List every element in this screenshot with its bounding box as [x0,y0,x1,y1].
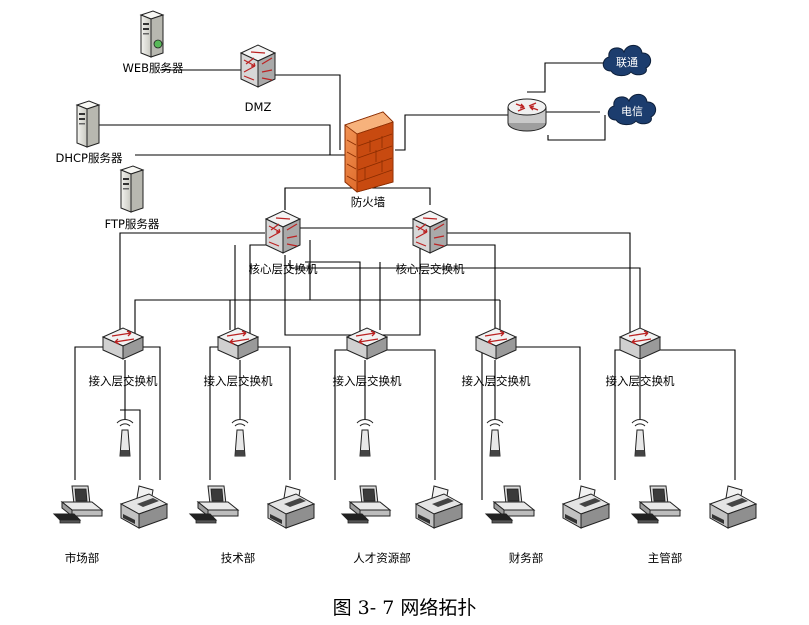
web-server-label: WEB服务器 [122,61,184,75]
pc-icon [341,485,391,524]
printer-icon [120,485,168,529]
core-switch-label: 核心层交换机 [396,262,465,276]
unicom-label: 联通 [616,56,638,69]
server-icon [76,100,100,148]
core-switch-1: 核心层交换机 [249,210,318,276]
access-switch-3: 接入层交换机 [333,327,402,388]
access-switch-icon [619,327,661,360]
web-server: WEB服务器 [122,10,184,75]
printer-icon [562,485,610,529]
firewall-icon [344,111,394,193]
access-switch-icon [346,327,388,360]
dmz-switch-icon [240,44,276,88]
core-switch-label: 核心层交换机 [249,262,318,276]
dhcp-server-label: DHCP服务器 [56,151,123,165]
core-switch-icon [412,210,448,254]
dept-label-market: 市场部 [65,551,100,565]
access-switch-label: 接入层交换机 [462,374,531,388]
telecom-label: 电信 [621,105,643,118]
ftp-server: FTP服务器 [105,165,160,231]
core-switch-2: 核心层交换机 [396,210,465,276]
router [507,98,547,132]
access-switch-5: 接入层交换机 [606,327,675,388]
printer-icon [709,485,757,529]
wireless-ap-icon [486,419,504,457]
firewall: 防火墙 [344,111,394,209]
access-switch-label: 接入层交换机 [606,374,675,388]
access-switch-2: 接入层交换机 [204,327,273,388]
wireless-ap-icon [631,419,649,457]
dept-label-hr: 人才资源部 [353,551,411,565]
access-switch-label: 接入层交换机 [204,374,273,388]
dept-label-finance: 财务部 [509,551,544,565]
isp-telecom-cloud: 电信 [607,93,657,126]
wireless-ap-icon [356,419,374,457]
dhcp-server: DHCP服务器 [56,100,123,165]
server-icon [140,10,164,58]
pc-icon [189,485,239,524]
router-icon [507,98,547,132]
dmz-switch: DMZ [240,44,276,114]
pc-icon [53,485,103,524]
pc-icon [631,485,681,524]
isp-unicom-cloud: 联通 [602,44,652,77]
wireless-ap-icon [116,419,134,457]
printer-icon [415,485,463,529]
access-switch-icon [217,327,259,360]
printer-icon [267,485,315,529]
core-switch-icon [265,210,301,254]
ftp-server-label: FTP服务器 [105,217,160,231]
access-switch-label: 接入层交换机 [333,374,402,388]
access-switch-4: 接入层交换机 [462,327,531,388]
server-icon [120,165,144,213]
firewall-label: 防火墙 [351,195,386,209]
access-switch-1: 接入层交换机 [89,327,158,388]
dmz-label: DMZ [245,100,272,114]
dept-label-management: 主管部 [648,551,683,565]
figure-caption: 图 3- 7 网络拓扑 [332,597,477,619]
wireless-ap-icon [231,419,249,457]
access-switch-icon [102,327,144,360]
dept-label-tech: 技术部 [221,551,256,565]
pc-icon [485,485,535,524]
access-switch-label: 接入层交换机 [89,374,158,388]
connection-lines [74,62,736,500]
